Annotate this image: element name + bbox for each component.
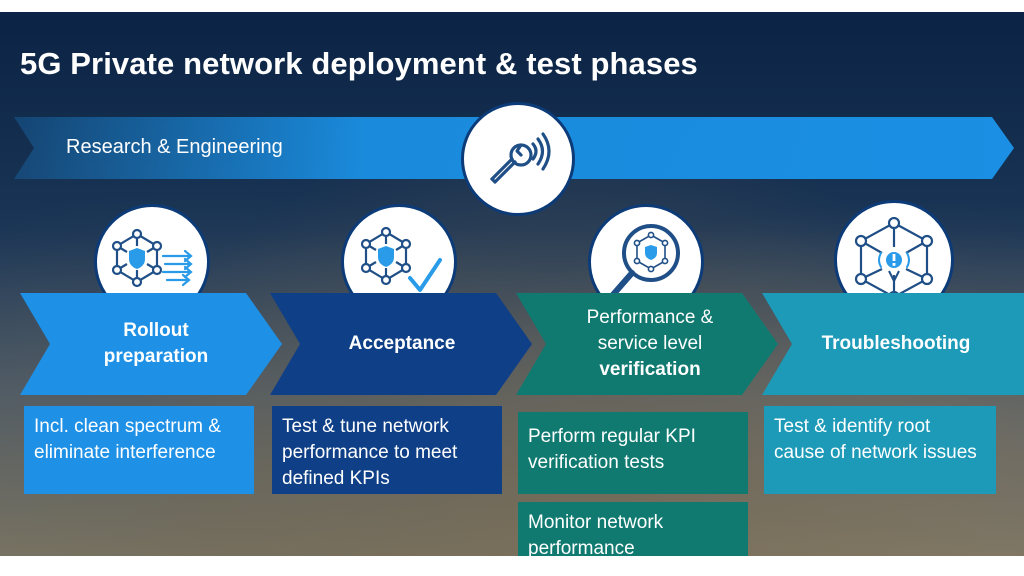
phase-name-line: Acceptance	[348, 333, 456, 354]
phase-name-line: preparation	[103, 346, 209, 367]
banner-label: Research & Engineering	[66, 136, 283, 158]
acceptance-chevron	[270, 293, 532, 395]
phase-acceptance: Acceptance	[284, 293, 520, 395]
phase-name-line: Troubleshooting	[821, 333, 971, 354]
performance-detail-box: Perform regular KPI verification tests	[518, 412, 748, 494]
wrench-signal-icon	[490, 132, 551, 184]
phase-name-line: service level	[597, 333, 703, 354]
phase-troubleshooting: Troubleshooting	[780, 293, 1012, 395]
performance-chevron	[516, 293, 778, 395]
rollout-detail-box: Incl. clean spectrum & eliminate interfe…	[24, 406, 254, 494]
slide: 5G Private network deployment & test pha…	[0, 12, 1024, 556]
phase-rollout-preparation: Rollout preparation	[40, 293, 272, 395]
performance-monitor-box: Monitor network performance	[518, 502, 748, 556]
acceptance-detail-box: Test & tune network performance to meet …	[272, 406, 502, 494]
troubleshooting-detail-box: Test & identify root cause of network is…	[764, 406, 996, 494]
troubleshooting-chevron	[762, 293, 1024, 395]
network-alert-icon	[854, 217, 934, 303]
network-shield-check-icon	[360, 226, 442, 292]
network-shield-arrows-icon	[111, 228, 193, 288]
page-title: 5G Private network deployment & test pha…	[20, 46, 698, 81]
phase-name-line: verification	[599, 359, 701, 380]
phase-name-line: Rollout	[123, 320, 189, 341]
phase-name-line: Performance &	[586, 307, 714, 328]
phase-performance-verification: Performance & service level verification	[530, 293, 770, 395]
research-icon-circle	[461, 102, 575, 216]
rollout-chevron	[20, 293, 282, 395]
